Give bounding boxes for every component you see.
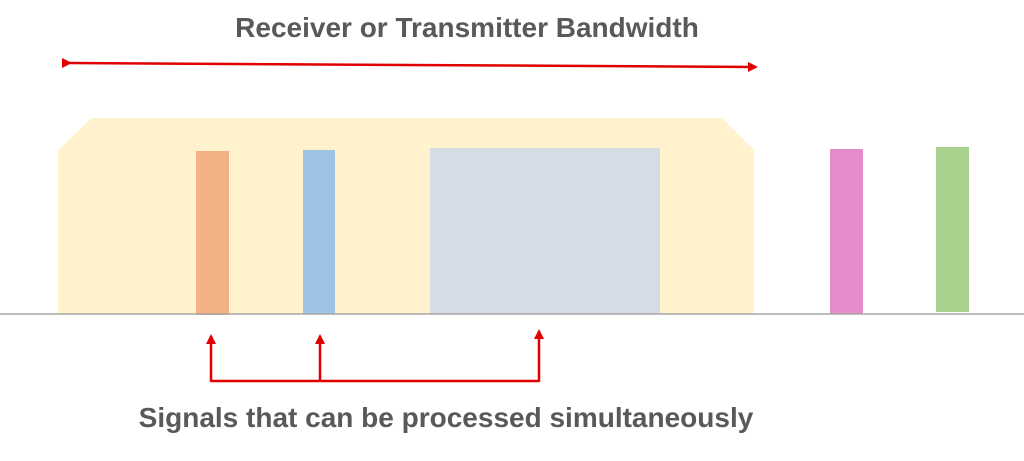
signal-4	[830, 149, 863, 314]
signal-3	[430, 148, 660, 314]
signal-2	[303, 150, 335, 314]
bandwidth-arrow	[61, 57, 758, 72]
diagram-title: Receiver or Transmitter Bandwidth	[235, 12, 699, 43]
signal-5	[936, 147, 969, 312]
signal-1	[196, 151, 229, 315]
processed-signals-bracket	[206, 329, 544, 383]
diagram-caption: Signals that can be processed simultaneo…	[138, 402, 754, 433]
